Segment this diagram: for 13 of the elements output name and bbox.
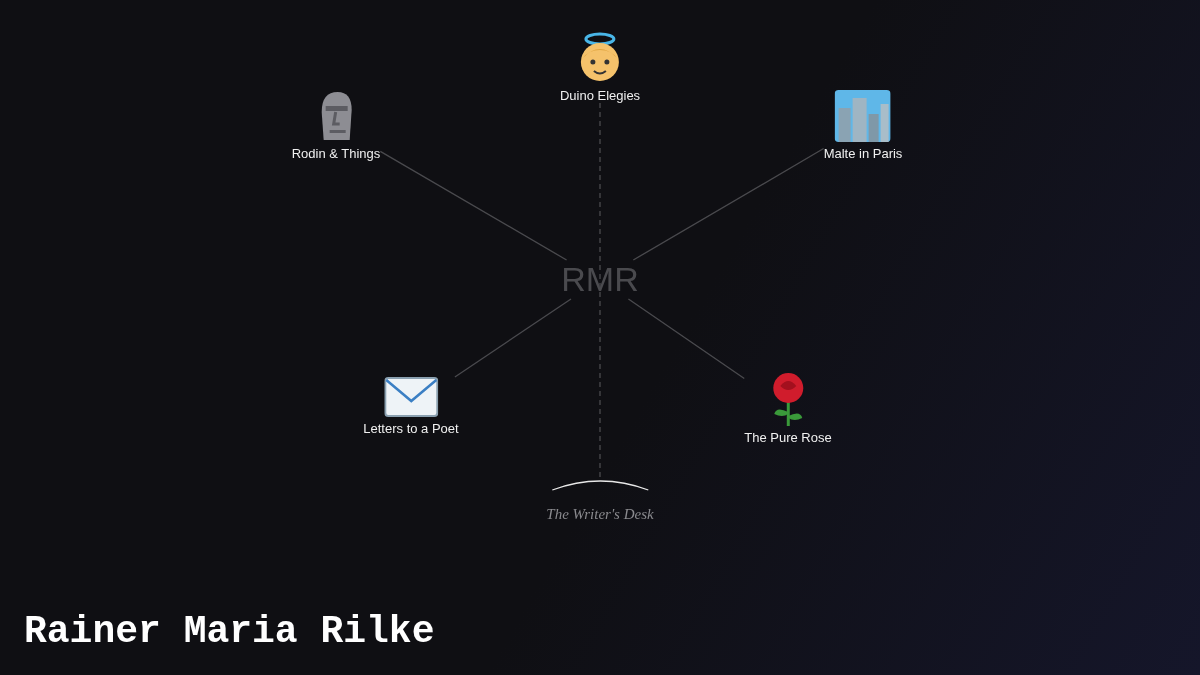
node-label: Rodin & Things: [291, 146, 381, 161]
connector-line: [627, 298, 745, 380]
node-label: Duino Elegies: [559, 88, 641, 103]
title: Rainer Maria Rilke: [24, 610, 435, 653]
arc-label: The Writer's Desk: [546, 506, 654, 523]
connector-line: [454, 298, 572, 378]
connector-line: [379, 150, 568, 261]
dashed-connector: [599, 102, 601, 479]
connector-line: [632, 147, 825, 261]
node-label: Letters to a Poet: [363, 421, 459, 436]
center-label: RMR: [561, 260, 639, 299]
node-label: The Pure Rose: [744, 430, 832, 445]
node-label: Malte in Paris: [823, 146, 903, 161]
